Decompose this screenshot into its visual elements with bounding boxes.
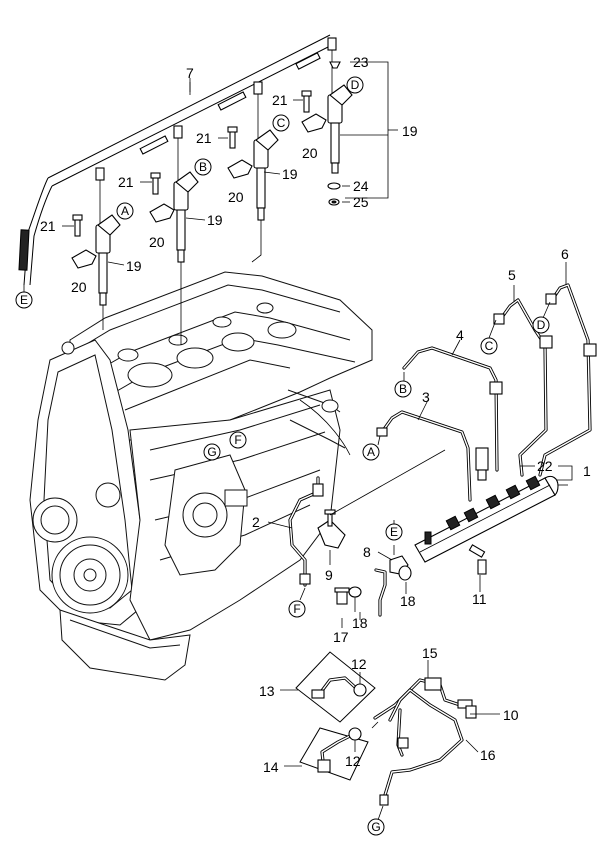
leader-lines [23, 61, 573, 821]
reference-e-hose: E [385, 523, 403, 541]
callout-21-4: 21 [272, 92, 288, 108]
clamp-bolt-set-4 [301, 90, 327, 133]
callout-25: 25 [353, 194, 369, 210]
injector-3 [251, 129, 279, 263]
callout-10: 10 [503, 707, 519, 723]
bracket-9 [317, 449, 446, 549]
svg-text:C: C [277, 116, 286, 130]
callout-21-2: 21 [118, 174, 134, 190]
reference-c-injector: C [272, 114, 290, 132]
callout-5: 5 [508, 267, 516, 283]
svg-text:A: A [367, 445, 375, 459]
reference-markers: A B C D E A B C [15, 76, 550, 836]
svg-text:E: E [390, 525, 398, 539]
callout-16: 16 [480, 747, 496, 763]
reference-g-engine: G [203, 443, 221, 461]
callout-21-3: 21 [196, 130, 212, 146]
callout-labels: 1 2 3 4 5 6 7 8 9 10 11 12 12 13 14 15 1… [40, 54, 591, 775]
callout-23: 23 [353, 54, 369, 70]
callout-19-4: 19 [402, 123, 418, 139]
svg-text:C: C [485, 339, 494, 353]
clamp-bolt-set-2 [149, 172, 175, 223]
callout-19-3: 19 [282, 166, 298, 182]
svg-text:F: F [234, 433, 241, 447]
callout-22: 22 [537, 458, 553, 474]
reference-a-pipe: A [362, 443, 380, 461]
callout-17: 17 [333, 629, 349, 645]
callout-13: 13 [259, 683, 275, 699]
hose-14 [299, 727, 369, 781]
fuel-pipe-4 [402, 346, 503, 472]
callout-2: 2 [252, 514, 260, 530]
callout-19-1: 19 [126, 258, 142, 274]
callout-11: 11 [472, 591, 487, 607]
fuel-pipe-6 [538, 283, 597, 477]
fuel-pipe-3 [376, 410, 472, 502]
callout-20-4: 20 [302, 145, 318, 161]
callout-19-2: 19 [207, 212, 223, 228]
callout-1: 1 [583, 463, 591, 479]
callout-18-left: 18 [352, 615, 368, 631]
reference-d-pipe: D [532, 316, 550, 334]
callout-4: 4 [456, 327, 464, 343]
fuel-pipe-2 [288, 476, 324, 587]
reference-g-hose: G [367, 818, 385, 836]
clamp-bolt-set-3 [227, 126, 253, 179]
svg-text:D: D [537, 318, 546, 332]
fittings-8-17-18 [334, 545, 412, 617]
reference-f-pipe: F [288, 600, 306, 618]
callout-6: 6 [561, 246, 569, 262]
callout-12-upper: 12 [351, 656, 367, 672]
seal-washers [327, 61, 341, 206]
svg-text:F: F [293, 602, 300, 616]
callout-20-1: 20 [71, 279, 87, 295]
svg-text:G: G [207, 445, 216, 459]
injector-1 [95, 214, 121, 330]
svg-text:B: B [399, 382, 407, 396]
hose-assembly-15-16 [371, 677, 477, 806]
callout-12-lower: 12 [345, 753, 361, 769]
svg-text:B: B [199, 160, 207, 174]
reference-b-pipe: B [394, 380, 412, 398]
callout-21-1: 21 [40, 218, 56, 234]
clamp-bolt-set-1 [71, 214, 97, 269]
callout-3: 3 [422, 389, 430, 405]
callout-8: 8 [363, 544, 371, 560]
reference-e-harness: E [15, 291, 33, 309]
callout-20-3: 20 [228, 189, 244, 205]
injector-2 [173, 171, 199, 345]
callout-7: 7 [186, 65, 194, 81]
reference-d-injector: D [346, 76, 364, 94]
callout-15: 15 [422, 645, 438, 661]
svg-text:D: D [351, 78, 360, 92]
reference-c-pipe: C [480, 337, 498, 355]
reference-a-injector: A [116, 202, 134, 220]
svg-text:E: E [20, 293, 28, 307]
common-rail [414, 447, 568, 575]
reference-b-injector: B [194, 158, 212, 176]
callout-14: 14 [263, 759, 279, 775]
svg-text:A: A [121, 204, 129, 218]
injector-4 [327, 84, 353, 174]
callout-9: 9 [325, 567, 333, 583]
callout-24: 24 [353, 178, 369, 194]
svg-text:G: G [371, 820, 380, 834]
fuel-pipe-5 [493, 298, 553, 477]
reference-f-engine: F [229, 431, 247, 449]
engine-assembly [29, 271, 373, 681]
injector-harness [18, 34, 337, 286]
callout-20-2: 20 [149, 234, 165, 250]
callout-18-right: 18 [400, 593, 416, 609]
